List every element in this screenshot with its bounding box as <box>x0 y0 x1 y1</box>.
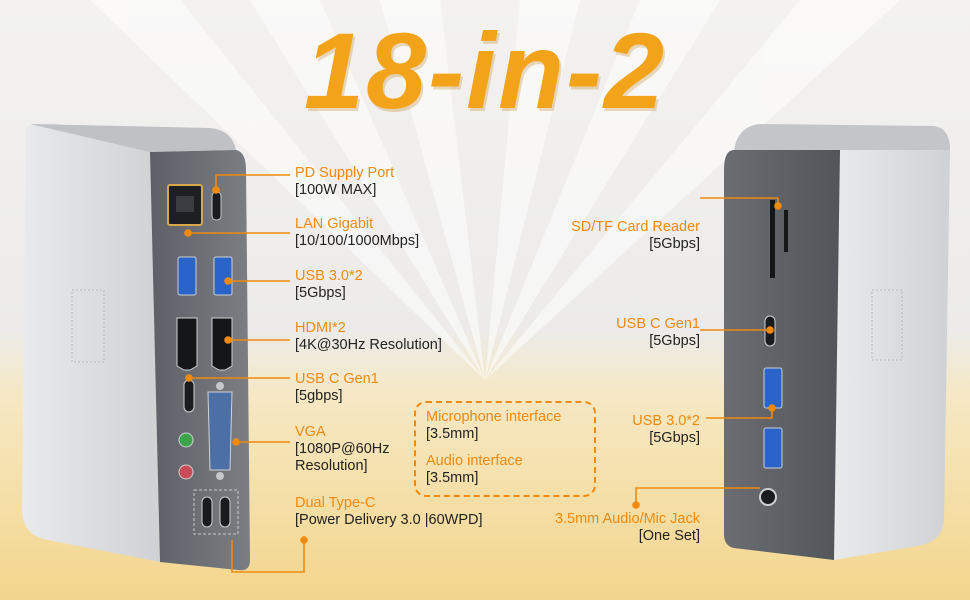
callout-audio-mic-jack: 3.5mm Audio/Mic Jack [One Set] <box>554 511 700 544</box>
callout-pd-supply-port: PD Supply Port [100W MAX] <box>295 165 395 198</box>
right-device-top <box>734 124 950 150</box>
type-c-port-2 <box>219 496 231 528</box>
right-device-side-panel <box>834 150 950 560</box>
callout-usb-c-gen1: USB C Gen1 [5gbps] <box>295 371 379 404</box>
usb-a-port-1 <box>177 256 197 296</box>
usb-a-port-2 <box>213 256 233 296</box>
hdmi-port-2 <box>211 317 233 371</box>
audio-mic-jack-right <box>759 488 777 506</box>
callout-lan-gigabit: LAN Gigabit [10/100/1000Mbps] <box>295 216 420 249</box>
callout-dual-type-c: Dual Type-C [Power Delivery 3.0 |60WPD] <box>295 495 483 528</box>
callout-sd-tf-card-reader: SD/TF Card Reader [5Gbps] <box>571 219 700 252</box>
dual-type-c-frame <box>193 489 239 535</box>
headline-title: 18-in-2 <box>303 10 667 131</box>
right-device-front-face <box>724 150 840 560</box>
vga-port <box>207 391 233 471</box>
callout-vga: VGA [1080P@60Hz Resolution] <box>295 424 390 474</box>
left-vent-grille <box>71 289 105 363</box>
callout-microphone-interface: Microphone interface [3.5mm] <box>426 409 562 442</box>
left-device-side-panel <box>22 123 160 562</box>
left-device-top <box>30 124 236 152</box>
callout-audio-interface: Audio interface [3.5mm] <box>426 453 523 486</box>
callout-usb30: USB 3.0*2 [5Gbps] <box>295 268 363 301</box>
hdmi-port-1 <box>176 317 198 371</box>
sd-card-slot <box>770 200 775 278</box>
callout-usb-c-gen1-right: USB C Gen1 [5Gbps] <box>616 316 700 349</box>
tf-card-slot <box>784 210 788 252</box>
right-vent-grille <box>871 289 903 361</box>
audio-jack <box>178 464 194 480</box>
sunburst-background <box>0 0 970 380</box>
mic-jack <box>178 432 194 448</box>
audio-interfaces-box <box>414 401 596 497</box>
type-c-port-1 <box>201 496 213 528</box>
callout-hdmi: HDMI*2 [4K@30Hz Resolution] <box>295 320 442 353</box>
callout-usb30-right: USB 3.0*2 [5Gbps] <box>632 413 700 446</box>
usb-a-port-right-2 <box>763 427 783 469</box>
